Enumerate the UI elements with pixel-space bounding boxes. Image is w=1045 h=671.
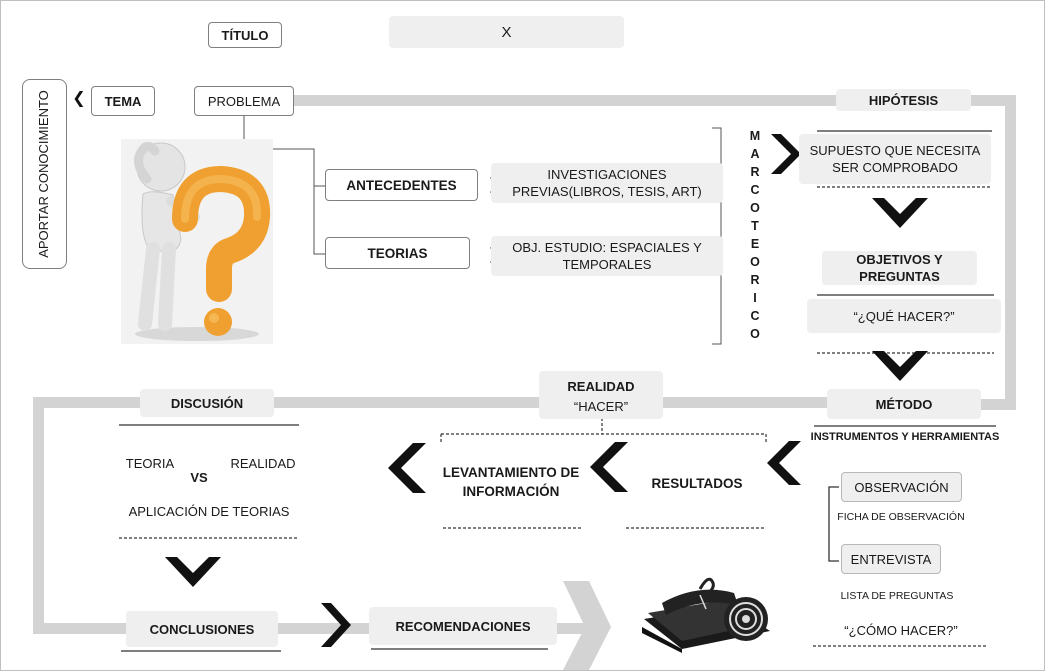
marco-letter: I [753,290,757,305]
chevron-left-icon [590,442,628,492]
marco-letter: T [751,218,759,233]
marco-letter: C [750,308,760,323]
hipotesis-box: HIPÓTESIS [836,89,971,111]
realidad-compare-label: REALIDAD [230,455,296,471]
marco-letter: R [750,164,760,179]
antecedentes-box: ANTECEDENTES [325,169,478,201]
que-hacer-box: “¿QUÉ HACER?” [807,299,1001,333]
recomendaciones-box: RECOMENDACIONES [369,607,557,645]
marco-letter: C [750,182,760,197]
lista-label: LISTA DE PREGUNTAS [840,589,954,602]
marco-letter: O [750,254,760,269]
levantamiento-label: LEVANTAMIENTO DE INFORMACIÓN [442,465,580,499]
title-label: TÍTULO [208,22,282,48]
problema-box: PROBLEMA [194,86,294,116]
marco-letter: E [750,236,760,251]
marco-letter: R [750,272,760,287]
marco-letter: O [750,326,760,341]
chevron-left-icon [388,443,426,493]
chevron-right-icon [771,134,801,174]
marco-letter: M [749,128,761,143]
vs-label: VS [190,469,208,485]
chevron-down-icon [872,351,928,381]
como-hacer-label: “¿CÓMO HACER?” [844,622,958,638]
marco-letter: A [750,146,760,161]
chevron-down-icon [165,557,221,587]
conclusiones-box: CONCLUSIONES [126,611,278,647]
teorias-description: OBJ. ESTUDIO: ESPACIALES Y TEMPORALES [491,236,723,276]
teoria-label: TEORIA [125,455,175,471]
realidad-label: REALIDAD [567,378,635,394]
hacer-label: “HACER” [573,398,629,414]
chevron-left-icon [767,441,801,485]
entrevista-box: ENTREVISTA [841,544,941,574]
objetivos-box: OBJETIVOS Y PREGUNTAS [822,251,977,285]
marco-letter: O [750,200,760,215]
title-value: X [389,16,624,48]
aportar-conocimiento-box: APORTAR CONOCIMIENTO [22,79,67,269]
marco-teorico-label: M A R C O T E O R I C O [748,127,762,343]
chevron-down-icon [872,198,928,228]
supuesto-box: SUPUESTO QUE NECESITA SER COMPROBADO [799,134,991,184]
resultados-label: RESULTADOS [651,475,743,491]
observacion-box: OBSERVACIÓN [841,472,962,502]
chevron-right-icon [321,603,351,647]
metodo-box: MÉTODO [827,389,981,419]
tema-box: TEMA [91,86,155,116]
diploma-scroll-icon [642,577,770,653]
teorias-box: TEORIAS [325,237,470,269]
thinking-man-question-icon [121,139,273,344]
instrumentos-label: INSTRUMENTOS Y HERRAMIENTAS [810,430,1000,443]
realidad-box: REALIDAD “HACER” [539,371,663,419]
antecedentes-description: INVESTIGACIONES PREVIAS(LIBROS, TESIS, A… [491,163,723,203]
ficha-label: FICHA DE OBSERVACIÓN [837,510,965,523]
aplicacion-label: APLICACIÓN DE TEORIAS [128,503,290,519]
chevron-left-icon: ❮ [72,87,86,107]
discusion-box: DISCUSIÓN [140,389,274,417]
aportar-conocimiento-label: APORTAR CONOCIMIENTO [36,90,51,258]
